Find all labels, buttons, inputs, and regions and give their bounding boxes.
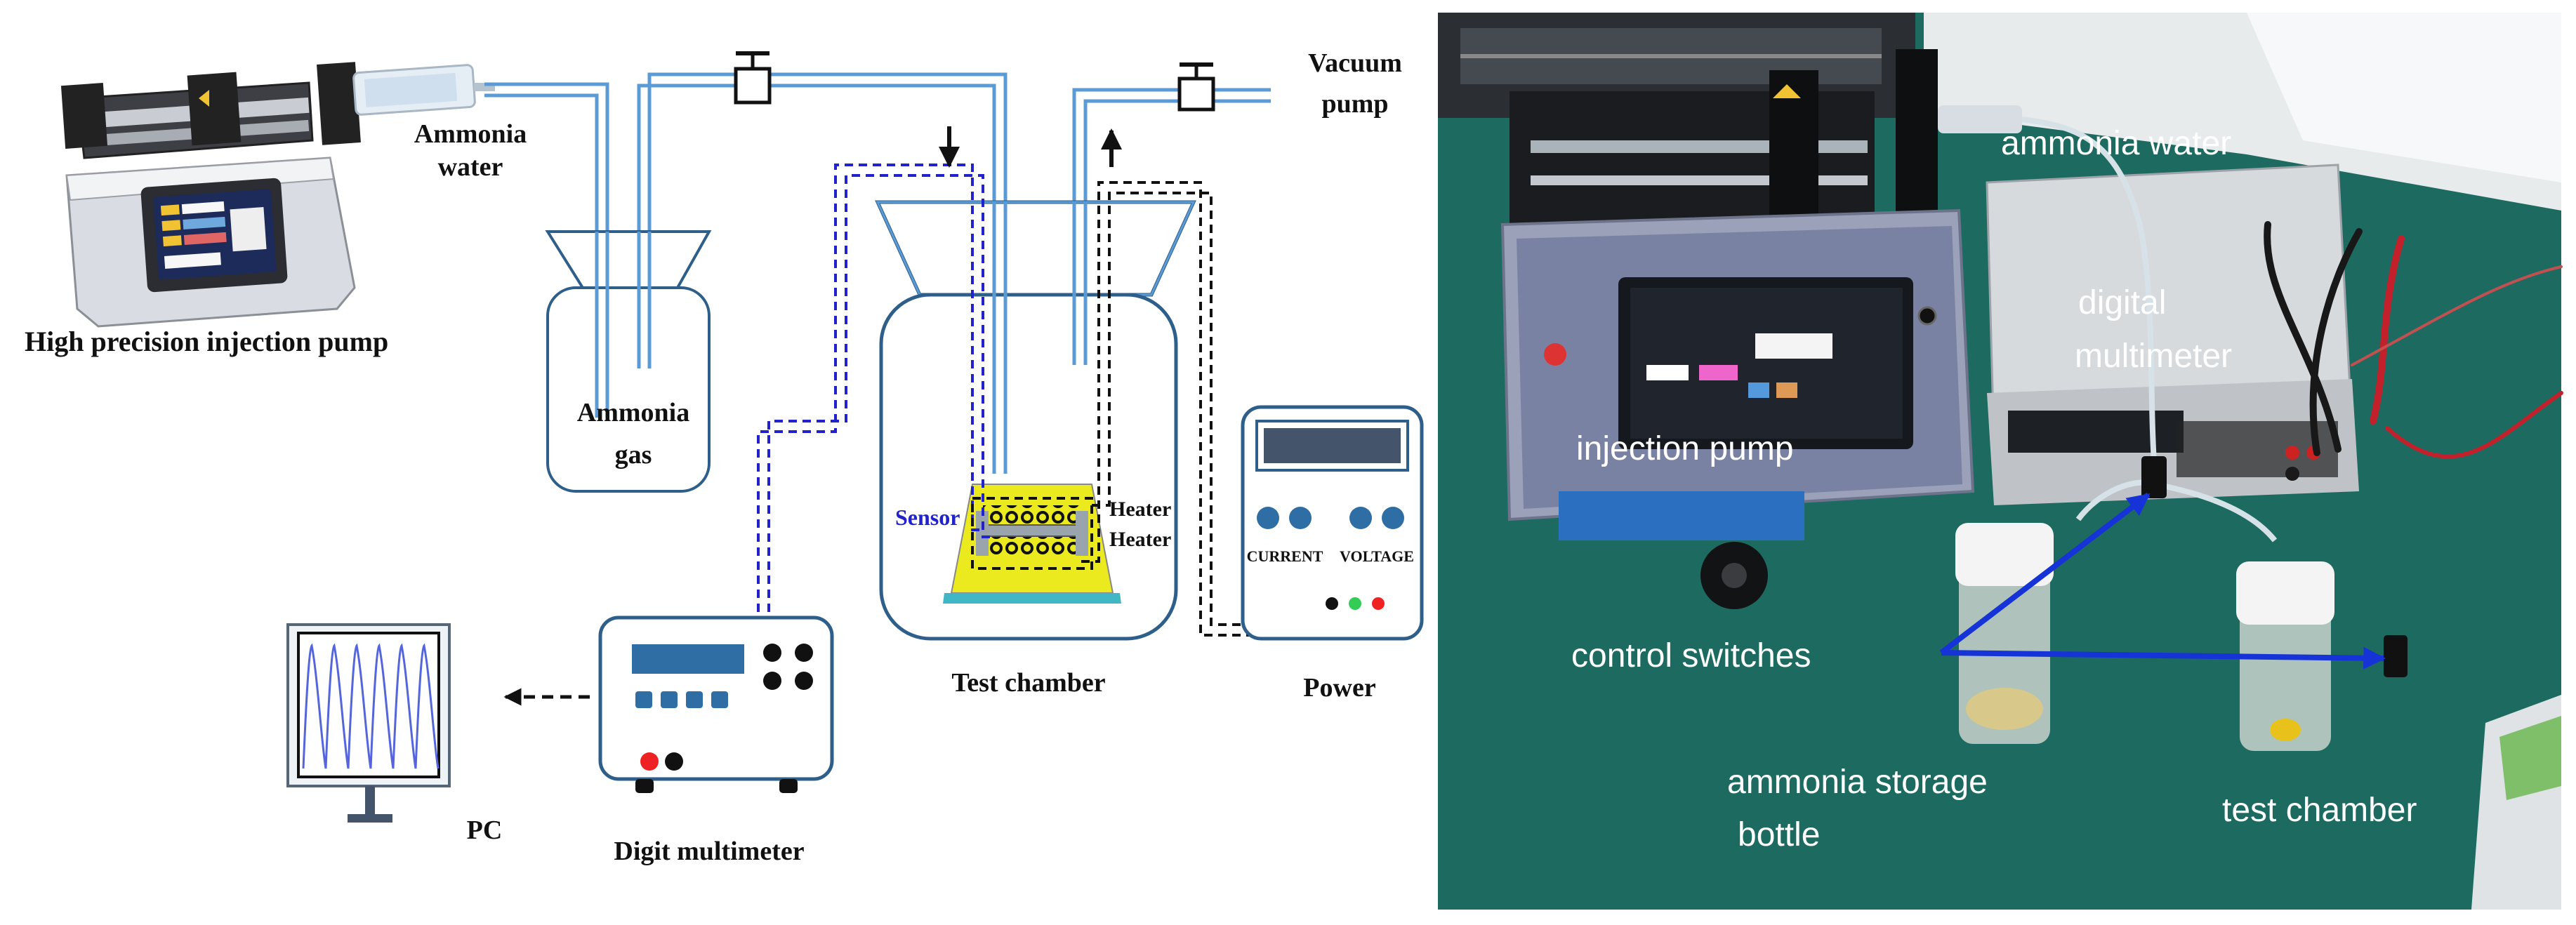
multimeter-label: Digit multimeter xyxy=(614,837,804,866)
digit-multimeter xyxy=(598,615,834,793)
voltage-label: VOLTAGE xyxy=(1340,547,1414,565)
voltage-knob-2[interactable] xyxy=(1382,507,1404,529)
power-terminal-black xyxy=(1326,597,1338,610)
photo-label-control-switches: control switches xyxy=(1571,637,1811,674)
current-label: CURRENT xyxy=(1247,547,1323,565)
current-knob-1[interactable] xyxy=(1257,507,1279,529)
pump-label: High precision injection pump xyxy=(25,326,388,357)
response-curve xyxy=(302,643,440,769)
ammonia-gas-label-line1: Ammonia xyxy=(577,398,689,427)
ammonia-water-label-line1: Ammonia xyxy=(414,119,527,149)
current-knob-2[interactable] xyxy=(1289,507,1312,529)
schematic-panel: High precision injection pump Ammonia wa… xyxy=(25,48,1424,866)
photo-ammonia-storage-bottle xyxy=(1955,523,2054,744)
heater-label-1: Heater xyxy=(1109,498,1171,521)
pc-monitor xyxy=(286,623,451,823)
control-switch-2[interactable] xyxy=(2384,635,2407,677)
voltage-knob-1[interactable] xyxy=(1349,507,1372,529)
photo-panel: ammonia water digital multimeter injecti… xyxy=(1438,13,2563,910)
injection-pump-illustration xyxy=(60,62,495,328)
photo-label-digital: digital xyxy=(2078,284,2166,321)
photo-injection-pump xyxy=(1500,208,1975,609)
photo-label-storage-line1: ammonia storage xyxy=(1727,764,1988,801)
ammonia-water-label-line2: water xyxy=(438,152,503,182)
pc-label: PC xyxy=(467,816,503,845)
valve-1-icon[interactable] xyxy=(734,51,772,105)
ammonia-gas-bottle xyxy=(545,230,712,493)
photo-label-test-chamber: test chamber xyxy=(2222,792,2417,829)
control-switch-1[interactable] xyxy=(2141,456,2167,498)
heater-label-2: Heater xyxy=(1109,528,1171,551)
test-chamber-label: Test chamber xyxy=(951,668,1105,698)
photo-label-injection-pump: injection pump xyxy=(1576,430,1794,467)
sensor-element xyxy=(943,484,1121,604)
photo-test-chamber-bottle xyxy=(2236,561,2334,751)
valve-2-icon[interactable] xyxy=(1177,62,1215,112)
photo-label-multimeter: multimeter xyxy=(2075,338,2232,375)
photo-label-ammonia-water: ammonia water xyxy=(2001,125,2231,162)
sensor-label: Sensor xyxy=(895,505,960,530)
photo-label-storage-line2: bottle xyxy=(1738,816,1820,853)
power-supply xyxy=(1241,405,1424,641)
power-terminal-red xyxy=(1372,597,1385,610)
vacuum-pump-label-line2: pump xyxy=(1321,89,1388,119)
ammonia-gas-label-line2: gas xyxy=(615,440,652,470)
control-switch-arrows xyxy=(1939,492,2386,670)
probe-leads xyxy=(2264,221,2563,459)
power-label: Power xyxy=(1303,673,1376,703)
photo-digital-multimeter xyxy=(1986,164,2359,505)
power-terminal-green xyxy=(1349,597,1361,610)
vacuum-pump-label-line1: Vacuum xyxy=(1308,48,1402,78)
